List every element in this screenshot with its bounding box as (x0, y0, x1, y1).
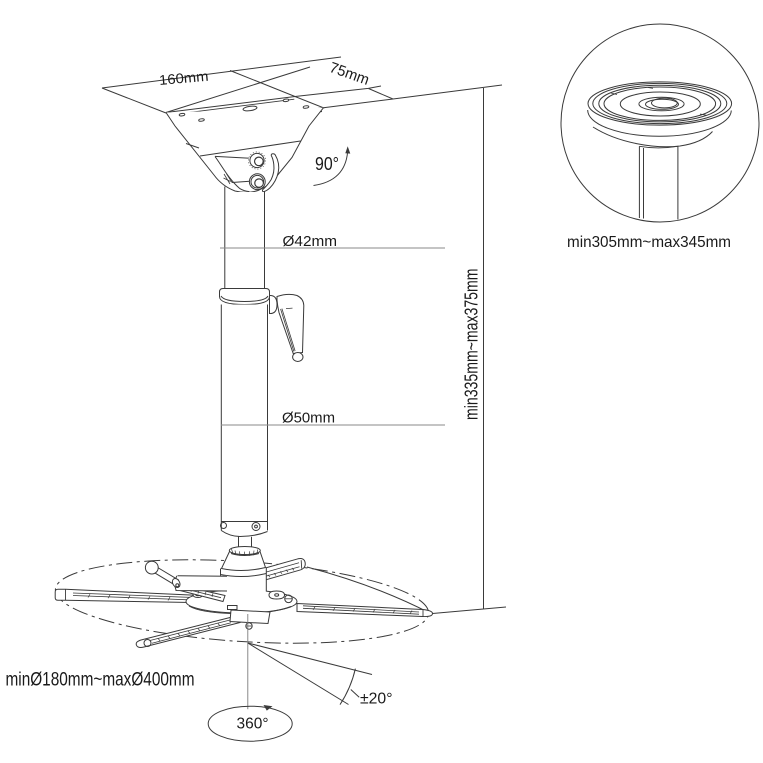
svg-text:Ø50mm: Ø50mm (282, 410, 335, 427)
svg-text:minØ180mm~maxØ400mm: minØ180mm~maxØ400mm (6, 669, 195, 691)
svg-text:Ø42mm: Ø42mm (283, 233, 338, 250)
svg-text:±20°: ±20° (360, 691, 393, 708)
svg-text:min335mm~max375mm: min335mm~max375mm (461, 269, 482, 421)
svg-text:360°: 360° (237, 715, 269, 732)
svg-text:160mm: 160mm (158, 68, 209, 88)
svg-text:min305mm~max345mm: min305mm~max345mm (567, 234, 731, 251)
svg-text:90°: 90° (315, 154, 339, 174)
